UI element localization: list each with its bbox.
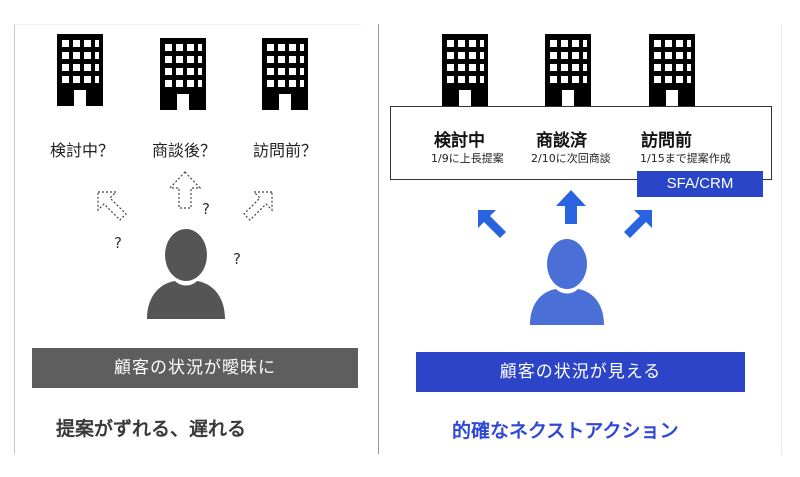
status-detail-right-3: 1/15まで提案作成 [640,152,731,165]
building-icon [442,34,488,106]
question-mark: ? [114,234,122,252]
dotted-arrow-up-left-icon [97,191,127,221]
status-label-right-1: 検討中 [434,131,485,151]
status-label-left-1: 検討中？ [50,141,115,160]
question-mark: ? [202,200,210,218]
panel-divider [378,24,379,454]
left-panel-frame [14,24,361,454]
building-icon [649,34,695,106]
building-icon [545,34,591,106]
sfa-crm-badge: SFA/CRM [637,171,763,197]
customer-status-box [390,106,772,180]
arrow-up-left-icon [478,210,506,238]
question-mark: ? [233,250,241,268]
right-caption: 的確なネクストアクション [452,420,679,442]
status-label-left-2: 商談後？ [152,141,217,160]
right-panel-frame [379,24,782,454]
person-blue-icon [530,239,604,325]
building-icon [160,38,206,110]
status-detail-right-1: 1/9に上長提案 [431,152,504,165]
arrow-up-icon [556,190,586,224]
left-caption: 提案がずれる、遅れる [56,418,247,440]
status-label-right-2: 商談済 [536,131,587,151]
status-label-right-3: 訪問前 [641,131,692,151]
person-gray-icon [147,229,225,319]
status-label-left-3: 訪問前？ [253,141,318,160]
dotted-arrow-up-right-icon [243,191,273,221]
building-icon [57,34,103,106]
status-detail-right-2: 2/10に次回商談 [531,152,611,165]
dotted-arrow-up-icon [168,171,202,209]
arrow-up-right-icon [624,210,652,238]
visible-status-banner: 顧客の状況が見える [416,352,745,392]
building-icon [262,38,308,110]
ambiguous-status-banner: 顧客の状況が曖昧に [32,348,358,388]
